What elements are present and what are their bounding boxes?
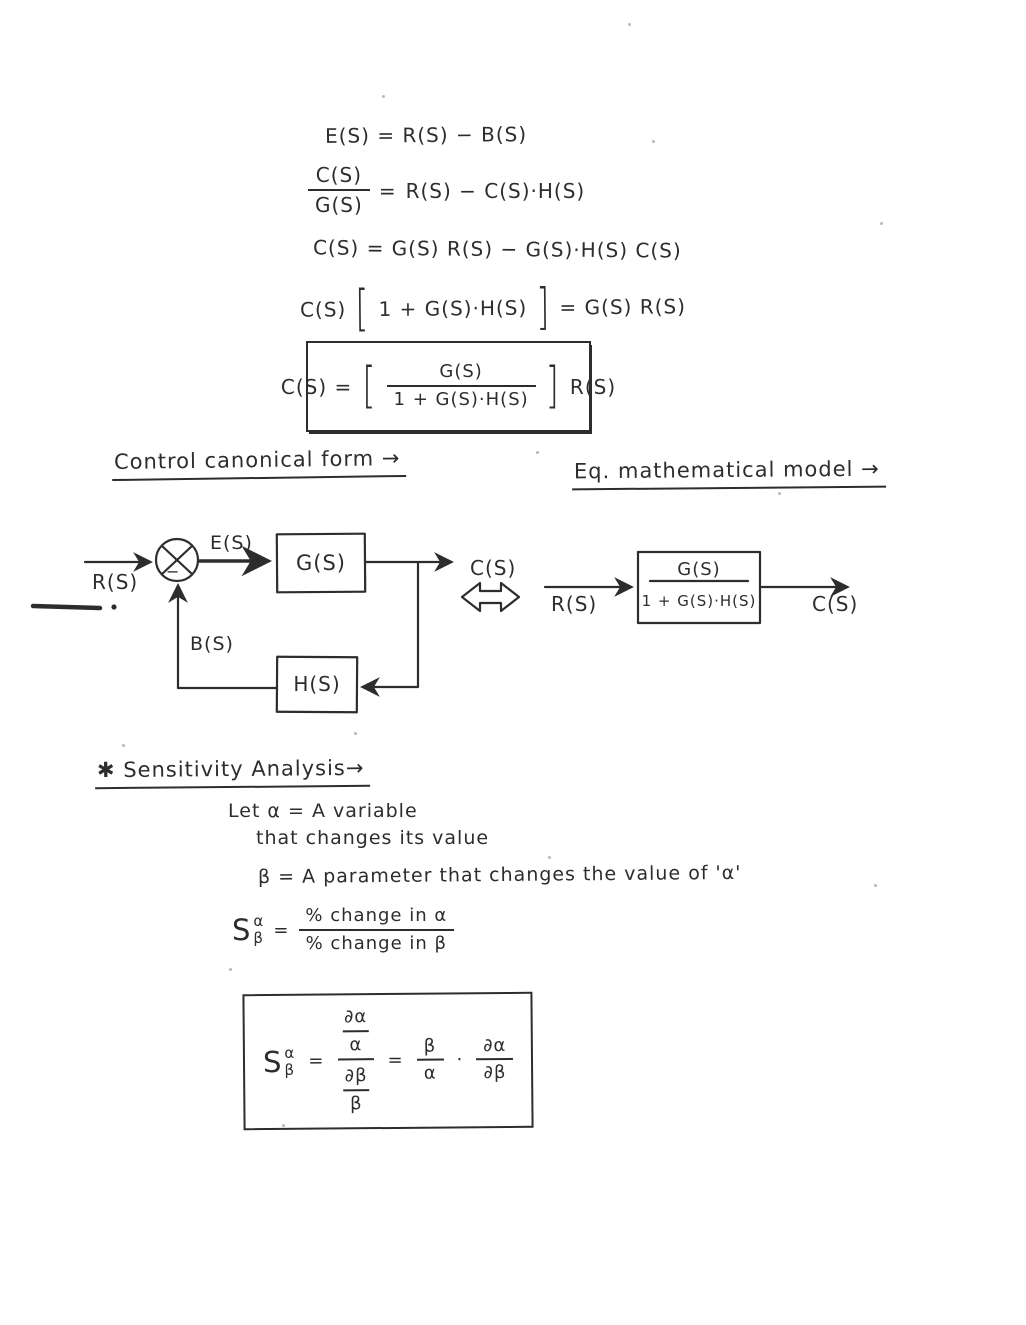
fraction-denominator: % change in β <box>298 928 455 955</box>
equation-collected-rhs: = G(S) R(S) <box>559 294 687 320</box>
sensitivity-symbol-base: S <box>262 1044 283 1079</box>
section-heading-sensitivity-text: Sensitivity Analysis→ <box>123 755 365 782</box>
percent-change-fraction: % change in α % change in β <box>298 905 455 955</box>
margin-dot <box>111 604 117 610</box>
feedback-block-box <box>275 655 359 714</box>
sensitivity-note-line1: Let α = A variable <box>228 800 418 822</box>
section-heading-canonical-form: Control canonical form → <box>111 445 407 482</box>
input-label: R(S) <box>92 570 138 594</box>
scan-speck <box>354 732 357 735</box>
fraction-denominator: ∂β <box>476 1058 514 1085</box>
scan-speck <box>122 744 125 747</box>
fraction-denominator: α <box>416 1058 444 1085</box>
left-bracket: [ <box>362 357 377 416</box>
model-input-label: R(S) <box>551 592 597 616</box>
fraction-cs-over-gs: C(S) G(S) <box>308 164 370 217</box>
margin-dash-mark <box>30 603 103 611</box>
feedback-signal-label: B(S) <box>190 633 234 655</box>
block-diagrams: R(S) − E(S) G(S) C(S) B(S) H(S) R(S) G(S… <box>30 532 858 714</box>
model-output-label: C(S) <box>812 592 858 616</box>
equals-sign: = <box>308 1050 325 1073</box>
fraction-numerator: % change in α <box>305 905 448 926</box>
sensitivity-symbol-sup: α <box>284 1043 296 1062</box>
scan-speck <box>282 1124 285 1127</box>
error-label: E(S) <box>210 532 253 554</box>
right-bracket: ] <box>545 357 560 416</box>
equals-sign: = <box>378 178 397 203</box>
fraction-numerator: β <box>423 1035 437 1057</box>
forward-block-label: G(S) <box>296 551 346 575</box>
sensitivity-symbol-sup: α <box>253 911 265 930</box>
scan-speck <box>536 451 539 454</box>
partial-derivative-fraction: ∂α ∂β <box>476 1034 514 1085</box>
sensitivity-symbol: S α β <box>232 911 265 948</box>
equation-collected: C(S) [ 1 + G(S)·H(S) ] = G(S) R(S) <box>299 278 687 338</box>
fraction-denominator: G(S) <box>308 189 370 217</box>
scan-speck <box>880 222 883 225</box>
section-heading-math-model: Eq. mathematical model → <box>571 456 886 491</box>
fraction-denominator: α <box>342 1029 370 1056</box>
scan-speck <box>628 23 631 26</box>
scan-speck <box>874 884 877 887</box>
equation-error-signal: E(S) = R(S) − B(S) <box>324 122 528 148</box>
fraction-denominator: β <box>342 1089 370 1116</box>
sensitivity-ratio-definition: S α β = % change in α % change in β <box>232 905 455 955</box>
equation-expanded: C(S) = G(S) R(S) − G(S)·H(S) C(S) <box>312 235 682 263</box>
multiplication-dot: · <box>456 1049 464 1071</box>
sum-minus-sign: − <box>166 562 180 581</box>
sensitivity-note-line2: that changes its value <box>256 827 490 849</box>
sensitivity-formula-box: S α β = ∂α α ∂β β = β α · ∂α <box>242 991 535 1131</box>
equals-sign: = <box>273 919 290 941</box>
transfer-function-fraction: G(S) 1 + G(S)·H(S) <box>386 361 536 411</box>
fraction-numerator: ∂α <box>343 1006 368 1028</box>
tf-denominator: 1 + G(S)·H(S) <box>642 592 757 610</box>
nested-fraction: ∂α α ∂β β <box>337 1006 375 1116</box>
right-bracket: ] <box>535 278 551 337</box>
equation-ratio: C(S) G(S) = R(S) − C(S)·H(S) <box>308 164 585 217</box>
fraction-numerator: C(S) <box>315 163 363 187</box>
sensitivity-symbol: S α β <box>262 1043 296 1079</box>
sensitivity-symbol-sub: β <box>284 1060 296 1079</box>
equation-collected-lhs: C(S) <box>299 297 347 322</box>
scan-speck <box>778 492 781 495</box>
fraction-numerator: ∂β <box>344 1065 368 1087</box>
result-lhs: C(S) = <box>280 374 353 399</box>
scan-speck <box>652 140 655 143</box>
feedback-block-label: H(S) <box>293 672 340 696</box>
scan-speck <box>382 95 385 98</box>
closed-loop-result-box: C(S) = [ G(S) 1 + G(S)·H(S) ] R(S) <box>281 341 615 432</box>
junction-cross-stroke <box>160 544 194 576</box>
partial-beta-fraction: ∂β β <box>338 1065 375 1116</box>
result-rhs: R(S) <box>569 374 617 399</box>
section-heading-sensitivity: ✱ Sensitivity Analysis→ <box>94 755 371 790</box>
fraction-numerator: ∂α <box>483 1034 507 1056</box>
tf-numerator: G(S) <box>677 559 720 580</box>
fraction-denominator: 1 + G(S)·H(S) <box>386 385 536 411</box>
left-bracket: [ <box>355 279 370 339</box>
sensitivity-symbol-base: S <box>232 913 252 948</box>
beta-over-alpha-fraction: β α <box>416 1035 444 1085</box>
sensitivity-symbol-sub: β <box>253 929 264 948</box>
equation-ratio-rhs: R(S) − C(S)·H(S) <box>405 178 586 203</box>
star-mark: ✱ <box>96 758 116 783</box>
scan-speck <box>548 856 551 859</box>
equals-sign: = <box>387 1050 404 1072</box>
output-label: C(S) <box>470 556 516 580</box>
equivalence-arrow-icon <box>460 581 521 613</box>
equation-collected-inner: 1 + G(S)·H(S) <box>378 295 528 322</box>
scan-speck <box>229 968 232 971</box>
fraction-numerator: G(S) <box>439 361 483 383</box>
feedback-branch-line <box>360 560 420 697</box>
sensitivity-note-line3: β = A parameter that changes the value o… <box>257 861 742 889</box>
partial-alpha-fraction: ∂α α <box>337 1006 375 1056</box>
feedback-return-line <box>168 583 279 690</box>
